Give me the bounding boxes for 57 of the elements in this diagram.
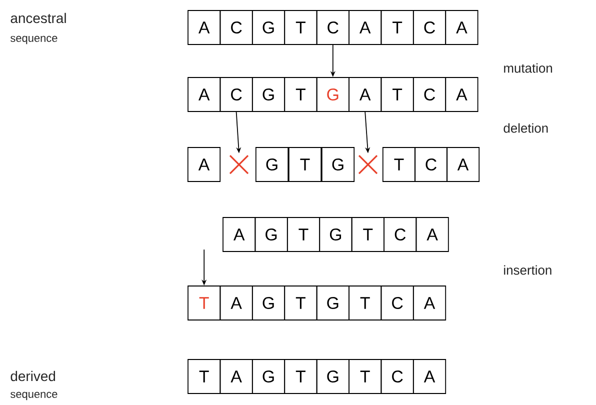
letter-box: A	[187, 147, 221, 182]
letter-box: A	[445, 77, 478, 112]
letter-box: G	[321, 147, 355, 182]
letter-box: G	[255, 147, 289, 182]
letter-box: T	[284, 10, 318, 45]
letter-box: G	[319, 217, 352, 252]
letter-box: C	[384, 217, 417, 252]
letter-box: A	[348, 77, 382, 112]
letter-box: G	[252, 286, 286, 320]
letter-box: A	[220, 359, 253, 394]
letter-box: A	[412, 286, 446, 320]
letter-box: A	[412, 359, 446, 394]
label: mutation	[504, 63, 552, 73]
letter-box: T	[286, 217, 320, 252]
letter-box: T	[348, 286, 382, 320]
letter-box: T	[382, 147, 416, 182]
label: derived	[10, 370, 56, 382]
letter-box: T	[284, 286, 318, 320]
letter-box: G	[316, 359, 350, 394]
letter-box: G	[316, 286, 350, 320]
letter-box: G	[252, 359, 286, 394]
letter-box: A	[188, 77, 221, 112]
letter-box: T	[351, 217, 384, 252]
letter-box: T	[380, 77, 414, 112]
letter-box: G	[254, 217, 288, 252]
letter-box: C	[412, 10, 446, 45]
letter-box: T	[284, 359, 318, 394]
label: sequence	[10, 36, 58, 44]
letter-box: C	[316, 10, 350, 45]
letter-box: T	[188, 359, 221, 394]
letter-box: C	[220, 77, 253, 112]
letter-box: A	[416, 217, 449, 252]
letter-box: T	[348, 359, 382, 394]
letter-box: T	[380, 10, 414, 45]
cross-mark	[229, 154, 249, 174]
letter-box: C	[380, 286, 414, 320]
letter-box: T	[188, 286, 221, 320]
label: deletion	[504, 123, 548, 133]
letter-box: G	[252, 77, 286, 112]
cross-mark	[358, 154, 378, 174]
letter-box: C	[414, 147, 448, 182]
letter-box: C	[220, 10, 253, 45]
letter-box: T	[284, 77, 318, 112]
letter-box: T	[288, 147, 322, 182]
label: sequence	[10, 392, 58, 400]
label: insertion	[504, 265, 552, 275]
letter-box: C	[412, 77, 446, 112]
letter-box: C	[380, 359, 414, 394]
letter-box: A	[222, 217, 256, 252]
letter-box: G	[316, 77, 350, 112]
label: ancestral	[10, 12, 66, 24]
letter-box: A	[446, 147, 480, 182]
letter-box: A	[348, 10, 382, 45]
letter-box: G	[252, 10, 286, 45]
letter-box: A	[188, 10, 221, 45]
letter-box: A	[220, 286, 253, 320]
letter-box: A	[445, 10, 478, 45]
